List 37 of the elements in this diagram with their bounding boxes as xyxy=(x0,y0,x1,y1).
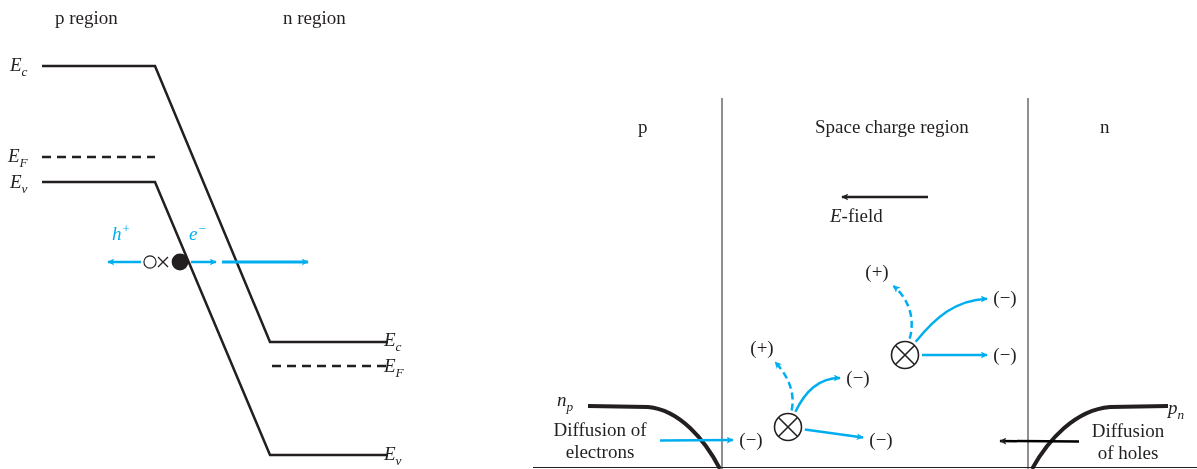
charge-label: (−) xyxy=(990,287,1020,309)
arrow xyxy=(794,374,841,413)
carrier-label: e$^{−}$ xyxy=(189,222,207,246)
energy-label: E$_{F}$ xyxy=(384,356,404,381)
region-label: Space charge region xyxy=(815,117,969,138)
region-label: n region xyxy=(283,8,346,29)
arrow xyxy=(804,428,864,441)
arrow xyxy=(914,295,988,343)
arrow xyxy=(892,285,913,339)
field-label: E-field xyxy=(830,206,883,227)
arrow xyxy=(922,351,988,359)
region-label: p region xyxy=(55,8,118,29)
electron-icon xyxy=(171,253,189,271)
caption-text: Diffusion of electrons xyxy=(543,419,657,463)
charge-label: (−) xyxy=(843,367,873,389)
energy-label: E$_{c}$ xyxy=(10,55,28,80)
arrow xyxy=(191,258,217,266)
energy-label: E$_{v}$ xyxy=(10,172,28,197)
ionization-icon xyxy=(890,340,920,370)
arrow xyxy=(999,437,1079,445)
charge-label: (−) xyxy=(866,429,896,451)
charge-label: (−) xyxy=(990,344,1020,366)
charge-label: (−) xyxy=(736,429,766,451)
charge-label: (+) xyxy=(862,261,892,283)
ionization-icon xyxy=(773,412,803,442)
region-label: n xyxy=(1100,117,1110,138)
carrier-label: h$^{+}$ xyxy=(112,222,131,246)
hole-icon xyxy=(143,255,157,269)
concentration-label: n$_{p}$ xyxy=(557,390,574,415)
energy-label: E$_{F}$ xyxy=(8,146,28,171)
region-label: p xyxy=(638,117,648,138)
arrow xyxy=(774,361,794,411)
caption-text: Diffusion of holes xyxy=(1082,420,1174,464)
charge-label: (+) xyxy=(747,337,777,359)
concentration-label: p$_{n}$ xyxy=(1168,398,1185,423)
arrow xyxy=(107,258,141,266)
arrow xyxy=(660,436,734,444)
